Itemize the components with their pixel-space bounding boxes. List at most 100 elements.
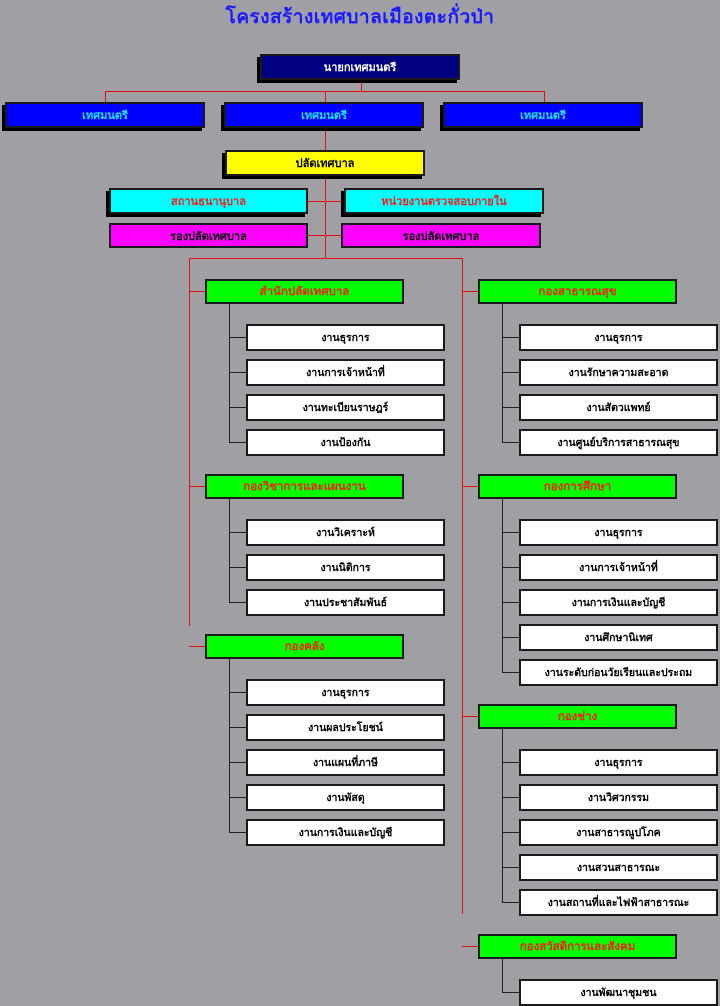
unit-box[interactable]: งานผลประโยชน์	[246, 714, 445, 741]
unit-label: งานศึกษานิเทศ	[584, 632, 653, 644]
department-box[interactable]: กองคลัง	[205, 634, 404, 659]
connector	[361, 80, 362, 92]
unit-label: งานการเจ้าหน้าที่	[306, 367, 385, 379]
connector	[502, 832, 519, 833]
unit-box[interactable]: งานรักษาความสะอาด	[519, 359, 718, 386]
unit-box[interactable]: งานวิเคราะห์	[246, 519, 445, 546]
connector	[502, 442, 519, 443]
unit-label: งานรักษาความสะอาด	[568, 367, 669, 379]
unit-label: งานวิเคราะห์	[316, 527, 375, 539]
pawnshop-office-box[interactable]: สถานธนานุบาล	[109, 188, 308, 214]
unit-box[interactable]: งานสัตวแพทย์	[519, 394, 718, 421]
unit-label: งานพัฒนาชุมชน	[580, 987, 657, 999]
connector	[502, 729, 503, 902]
deputy-mayor-label: เทศมนตรี	[301, 109, 347, 122]
unit-box[interactable]: งานนิติการ	[246, 554, 445, 581]
department-box[interactable]: สำนักปลัดเทศบาล	[205, 279, 404, 304]
connector	[502, 797, 519, 798]
connector	[502, 499, 503, 672]
unit-box[interactable]: งานการเจ้าหน้าที่	[519, 554, 718, 581]
connector	[229, 659, 230, 832]
page-title: โครงสร้างเทศบาลเมืองตะกั่วป่า	[225, 6, 495, 28]
unit-label: งานแผนที่ภาษี	[313, 757, 378, 769]
unit-box[interactable]: งานทะเบียนราษฎร์	[246, 394, 445, 421]
unit-box[interactable]: งานธุรการ	[519, 519, 718, 546]
unit-label: งานสถานที่และไฟฟ้าสาธารณะ	[547, 897, 690, 909]
deputy-clerk-box[interactable]: รองปลัดเทศบาล	[109, 223, 308, 248]
connector	[502, 672, 519, 673]
unit-box[interactable]: งานธุรการ	[246, 324, 445, 351]
unit-label: งานประชาสัมพันธ์	[303, 597, 387, 609]
connector	[189, 258, 462, 259]
unit-box[interactable]: งานวิศวกรรม	[519, 784, 718, 811]
department-box[interactable]: กองสาธารณสุข	[478, 279, 677, 304]
connector	[502, 372, 519, 373]
connector	[462, 486, 478, 487]
connector	[229, 372, 246, 373]
unit-box[interactable]: งานพัสดุ	[246, 784, 445, 811]
unit-box[interactable]: งานการเงินและบัญชี	[246, 819, 445, 846]
connector	[502, 762, 519, 763]
connector	[502, 867, 519, 868]
connector	[308, 235, 342, 236]
department-label: กองวิชาการและแผนงาน	[243, 478, 366, 493]
unit-box[interactable]: งานการเงินและบัญชี	[519, 589, 718, 616]
unit-box[interactable]: งานสวนสาธารณะ	[519, 854, 718, 881]
mayor-box[interactable]: นายกเทศมนตรี	[260, 54, 460, 80]
internal-audit-box[interactable]: หน่วยงานตรวจสอบภายใน	[344, 188, 544, 214]
unit-box[interactable]: งานการเจ้าหน้าที่	[246, 359, 445, 386]
connector	[325, 176, 326, 258]
department-box[interactable]: กองช่าง	[478, 704, 677, 729]
department-label: กองช่าง	[557, 708, 598, 723]
unit-label: งานสัตวแพทย์	[586, 402, 651, 414]
department-box[interactable]: กองวิชาการและแผนงาน	[205, 474, 404, 499]
connector	[229, 304, 230, 442]
unit-box[interactable]: งานพัฒนาชุมชน	[519, 979, 718, 1006]
unit-box[interactable]: งานศึกษานิเทศ	[519, 624, 718, 651]
deputy-clerk-label: รองปลัดเทศบาล	[402, 229, 480, 243]
connector	[229, 499, 230, 602]
connector	[229, 602, 246, 603]
deputy-mayor-label: เทศมนตรี	[520, 109, 566, 122]
municipal-clerk-box[interactable]: ปลัดเทศบาล	[225, 150, 425, 176]
unit-label: งานสวนสาธารณะ	[576, 862, 661, 874]
unit-label: งานระดับก่อนวัยเรียนและประถม	[544, 667, 693, 679]
unit-label: งานสาธารณูปโภค	[576, 827, 661, 839]
unit-box[interactable]: งานป้องกัน	[246, 429, 445, 456]
unit-label: งานธุรการ	[594, 757, 643, 769]
department-label: กองสาธารณสุข	[538, 283, 617, 298]
unit-box[interactable]: งานแผนที่ภาษี	[246, 749, 445, 776]
unit-box[interactable]: งานธุรการ	[246, 679, 445, 706]
connector	[229, 797, 246, 798]
unit-label: งานวิศวกรรม	[587, 792, 650, 804]
connector	[189, 258, 190, 626]
connector	[229, 692, 246, 693]
unit-box[interactable]: งานสถานที่และไฟฟ้าสาธารณะ	[519, 889, 718, 916]
deputy-mayor-label: เทศมนตรี	[82, 109, 128, 122]
unit-box[interactable]: งานประชาสัมพันธ์	[246, 589, 445, 616]
unit-box[interactable]: งานธุรการ	[519, 324, 718, 351]
deputy-mayor-box[interactable]: เทศมนตรี	[443, 102, 643, 128]
connector	[229, 762, 246, 763]
unit-box[interactable]: งานธุรการ	[519, 749, 718, 776]
department-label: กองคลัง	[284, 638, 325, 653]
office-label: หน่วยงานตรวจสอบภายใน	[381, 195, 507, 208]
department-label: สำนักปลัดเทศบาล	[259, 283, 350, 298]
deputy-mayor-box[interactable]: เทศมนตรี	[224, 102, 424, 128]
connector	[308, 201, 344, 202]
connector	[462, 716, 478, 717]
connector	[189, 291, 205, 292]
connector	[502, 992, 519, 993]
unit-box[interactable]: งานสาธารณูปโภค	[519, 819, 718, 846]
unit-label: งานศูนย์บริการสาธารณสุข	[557, 437, 680, 449]
unit-box[interactable]: งานศูนย์บริการสาธารณสุข	[519, 429, 718, 456]
department-box[interactable]: กองสวัสดิการและสังคม	[478, 934, 677, 959]
deputy-clerk-box[interactable]: รองปลัดเทศบาล	[341, 223, 541, 248]
municipal-clerk-label: ปลัดเทศบาล	[295, 157, 355, 170]
unit-label: งานผลประโยชน์	[308, 722, 383, 734]
unit-label: งานธุรการ	[594, 527, 643, 539]
unit-label: งานการเจ้าหน้าที่	[579, 562, 658, 574]
department-box[interactable]: กองการศึกษา	[478, 474, 677, 499]
deputy-mayor-box[interactable]: เทศมนตรี	[5, 102, 205, 128]
unit-box[interactable]: งานระดับก่อนวัยเรียนและประถม	[519, 659, 718, 686]
